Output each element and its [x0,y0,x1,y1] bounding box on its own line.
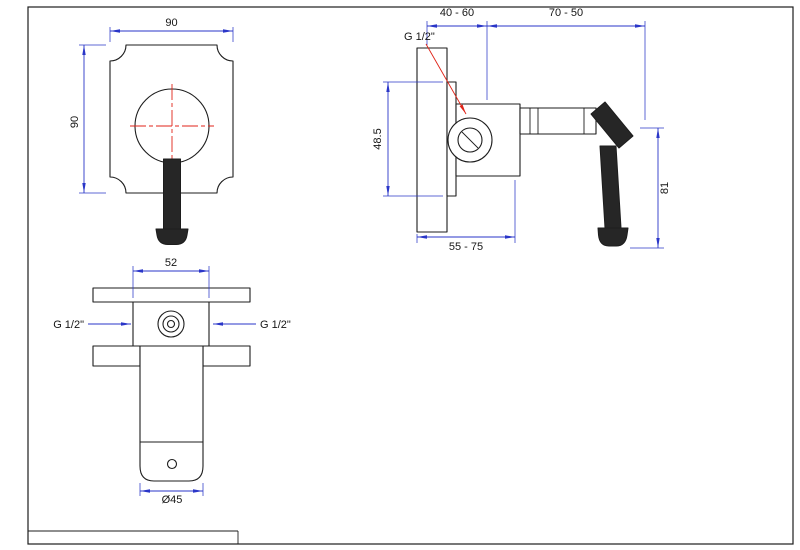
body-width-dimension-label: 52 [165,257,177,269]
projection-dimension-label: 70 - 50 [549,7,583,19]
front-width-dimension-label: 90 [165,17,177,29]
recess-dimension-label: 40 - 60 [440,7,474,19]
inlet-thread-leader [425,43,467,115]
handle-side-cap [597,227,629,247]
thread-left-label: G 1/2" [53,319,84,331]
inlet-detail-line [461,131,479,149]
plate-edge-upper [92,287,251,303]
inlet-elbow-inner-circle [457,127,483,153]
cartridge-outer-circle [157,310,185,338]
shower-outlet-nozzle [590,101,634,149]
body-lower-section [139,345,204,443]
diameter-dimension-label: Ø45 [162,494,183,506]
outlet-hole-circle [166,458,178,470]
handle-stem [163,158,181,230]
front-height-dimension-label: 90 [69,116,81,128]
plate-edge-lower-right [202,345,251,367]
spout-rounded-end [139,441,204,482]
inlet-thread-label: G 1/2" [404,31,435,43]
side-view: 40 - 60 70 - 50 G 1/2" 48.5 55 - 75 81 [372,7,671,253]
border-rect [27,6,794,545]
depth-dimension-label: 55 - 75 [449,241,483,253]
cartridge-mid-circle [162,315,180,333]
handle-cap [155,228,189,245]
plate-edge-lower-left [92,345,141,367]
height-offset-dimension-label: 48.5 [372,128,384,149]
handle-side-stem [599,145,622,229]
thread-right-label: G 1/2" [260,319,291,331]
wall-section [416,47,448,233]
handle-dimension-label: 81 [659,182,671,194]
drawing-frame [27,6,794,545]
bottom-view: 52 G 1/2" G 1/2" Ø45 [53,257,291,506]
front-view: 90 90 [69,17,234,245]
outlet-pipe [519,107,597,135]
cartridge-inner-circle [166,319,176,329]
